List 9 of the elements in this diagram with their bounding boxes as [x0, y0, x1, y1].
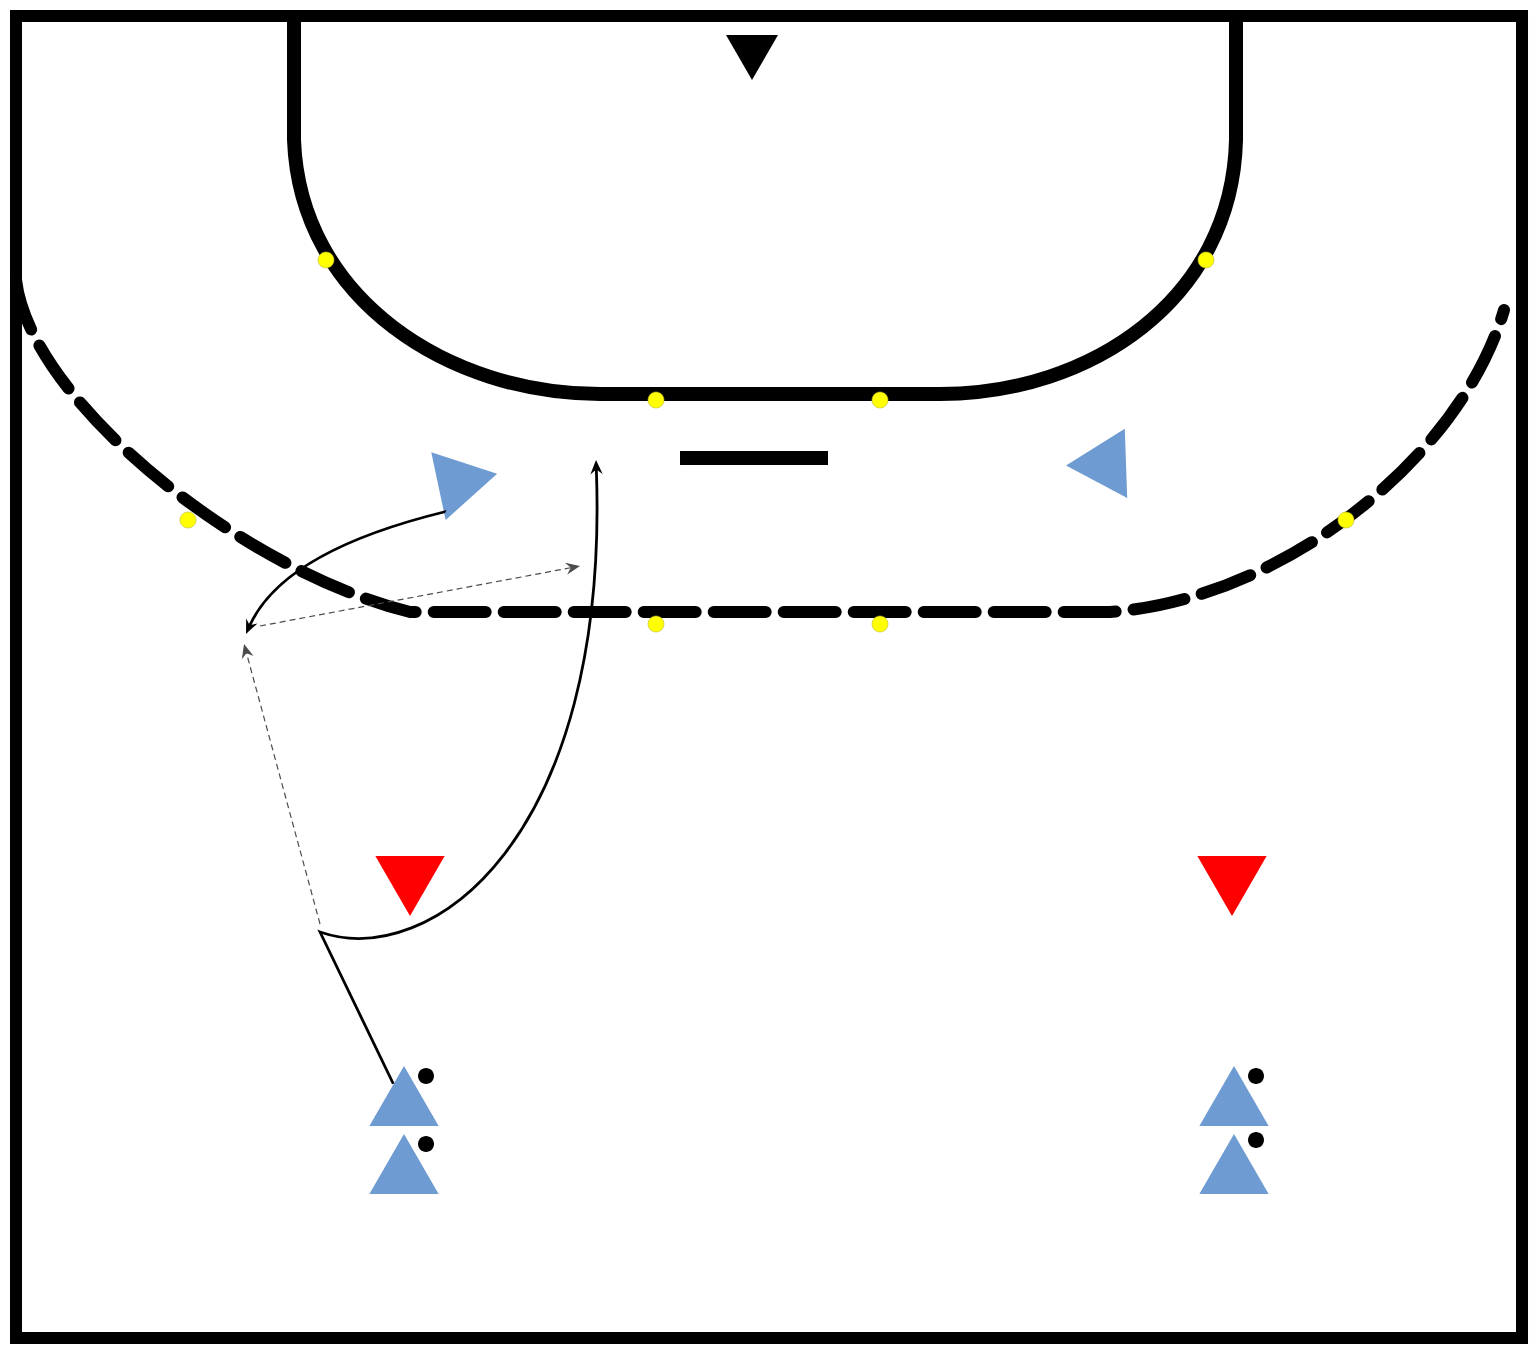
player-triangle: [431, 452, 498, 521]
defender-triangle: [375, 856, 445, 916]
player-triangle: [369, 1066, 439, 1126]
defender-triangle: [1197, 856, 1267, 916]
player-triangle: [369, 1134, 439, 1194]
player-triangle: [1199, 1066, 1269, 1126]
player-triangle: [1066, 428, 1128, 498]
goalkeeper-triangle: [726, 35, 778, 80]
player-triangle: [1199, 1134, 1269, 1194]
